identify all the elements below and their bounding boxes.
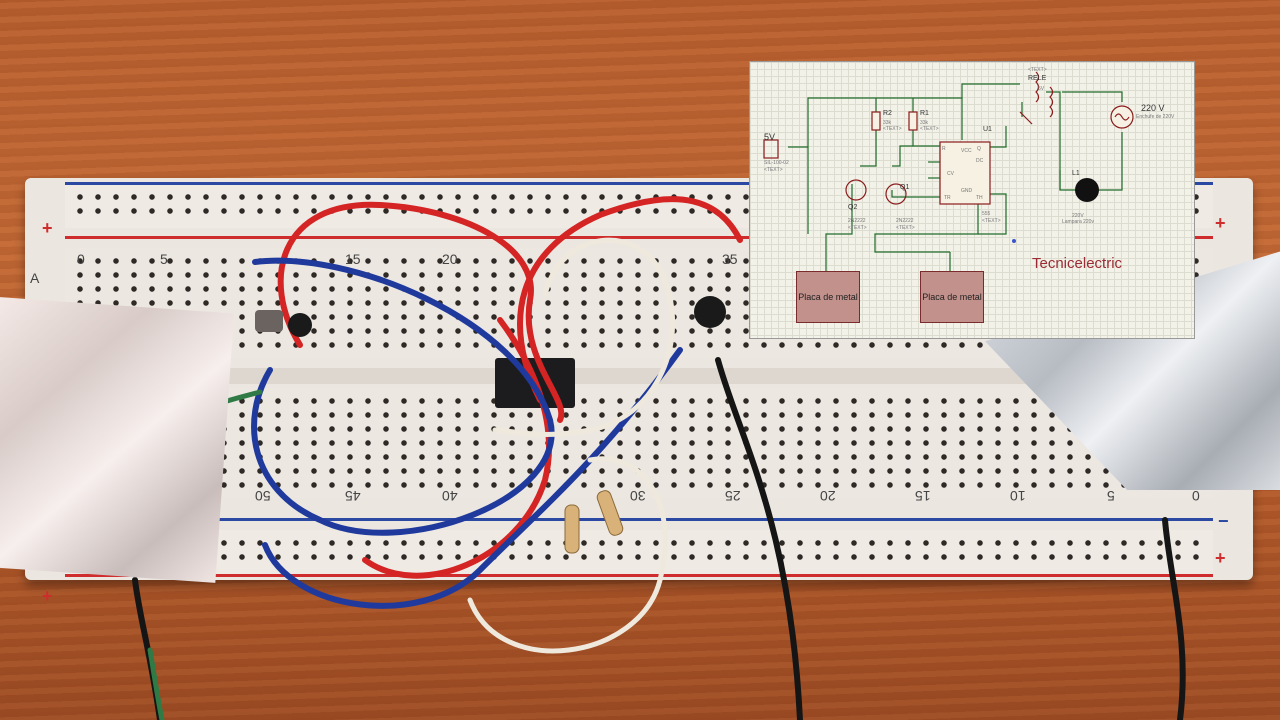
- metal-plate-left: [0, 297, 235, 583]
- rail-line-blue-bottom: [65, 518, 1213, 521]
- brand-watermark: Tecnicelectric: [1032, 255, 1123, 272]
- plus-sign: +: [1215, 548, 1226, 568]
- blue-wire: [251, 257, 555, 536]
- ic-pin-tr: TR: [944, 195, 951, 201]
- black-wire: [715, 357, 803, 720]
- schematic-overlay: 5V SIL-100-02 <TEXT> R2 33k <TEXT> R1 33…: [749, 61, 1195, 339]
- ic-pin-vcc: VCC: [961, 148, 972, 154]
- column-number: 20: [442, 251, 458, 267]
- lamp: [1075, 178, 1099, 202]
- power-rail-bottom: [65, 530, 1213, 574]
- q2-part: 2N2222: [848, 218, 866, 224]
- white-wire: [492, 237, 676, 437]
- column-number: 35: [722, 251, 738, 267]
- black-wire: [1162, 517, 1186, 720]
- center-channel: [65, 368, 1213, 384]
- ac-source-sub: Enchufe de 220V: [1136, 114, 1175, 120]
- ic-pin-gnd: GND: [961, 188, 973, 194]
- row-letter: A: [30, 270, 40, 286]
- rail-line-blue-top: [65, 182, 1213, 185]
- relay-coil: [1035, 71, 1040, 103]
- lamp-sub: Lampara 220v: [1062, 219, 1094, 225]
- resistor: [596, 490, 624, 536]
- relay-label: RELE: [1028, 75, 1047, 82]
- transistor: [255, 310, 283, 332]
- connector: [763, 139, 779, 159]
- minus-sign: −: [1218, 511, 1229, 531]
- ic-555: [939, 141, 991, 205]
- plus-sign: +: [42, 586, 53, 606]
- q2-label: Q2: [848, 204, 858, 211]
- ic-pin-th: TH: [976, 195, 983, 201]
- transistors: [255, 296, 726, 337]
- column-number: 0: [77, 251, 85, 267]
- placeholder-text: <TEXT>: [896, 225, 915, 231]
- metal-plate-box: Placa de metal: [796, 271, 860, 323]
- resistor-r2: [871, 111, 881, 131]
- plus-sign: +: [1215, 213, 1226, 233]
- transistor-q2: [845, 179, 867, 201]
- r1-value: 33k: [920, 120, 929, 126]
- schematic-drawing: [763, 71, 1134, 272]
- r1-label: R1: [920, 110, 929, 117]
- r2-label: R2: [883, 110, 892, 117]
- ac-source-label: 220 V: [1141, 103, 1165, 113]
- ic-part: 555: [982, 211, 991, 217]
- relay-voltage: 5V: [1038, 86, 1045, 92]
- resistor-r1: [908, 111, 918, 131]
- metal-plate-box: Placa de metal: [920, 271, 984, 323]
- red-wire: [517, 196, 743, 403]
- relay-coil: [1049, 86, 1054, 118]
- supply-label: 5V: [764, 132, 776, 142]
- resistors: [564, 490, 624, 554]
- blue-wire: [262, 347, 683, 609]
- transistor: [694, 296, 726, 328]
- transistor-q1: [885, 183, 907, 205]
- column-number: 15: [345, 251, 361, 267]
- ic-label: U1: [983, 126, 992, 133]
- r2-value: 33k: [883, 120, 892, 126]
- connector-label: SIL-100-02: [764, 160, 789, 166]
- lamp-value: 220V: [1072, 213, 1084, 219]
- junction-dot: [1012, 239, 1016, 243]
- resistor: [564, 504, 580, 554]
- placeholder-text: <TEXT>: [920, 126, 939, 132]
- rail-line-red-bottom: [65, 574, 1213, 577]
- placeholder-text: <TEXT>: [764, 167, 783, 173]
- placeholder-text: <TEXT>: [1028, 67, 1047, 73]
- rail-line-red-top: [65, 236, 1213, 239]
- ic-pin-cv: CV: [947, 171, 954, 177]
- ic-pin-dc: DC: [976, 158, 984, 164]
- placeholder-text: <TEXT>: [982, 218, 1001, 224]
- column-number: 5: [160, 251, 168, 267]
- lamp-label: L1: [1072, 170, 1080, 177]
- ic-pin-r: R: [942, 146, 946, 152]
- plus-sign: +: [42, 218, 53, 238]
- placeholder-text: <TEXT>: [848, 225, 867, 231]
- white-wire: [467, 456, 668, 654]
- ic-pin-q: Q: [977, 146, 981, 152]
- placeholder-text: <TEXT>: [883, 126, 902, 132]
- red-wire: [362, 317, 552, 579]
- green-wire: [147, 647, 165, 720]
- q1-part: 2N2222: [896, 218, 914, 224]
- q1-label: Q1: [900, 184, 910, 191]
- transistor: [288, 313, 312, 337]
